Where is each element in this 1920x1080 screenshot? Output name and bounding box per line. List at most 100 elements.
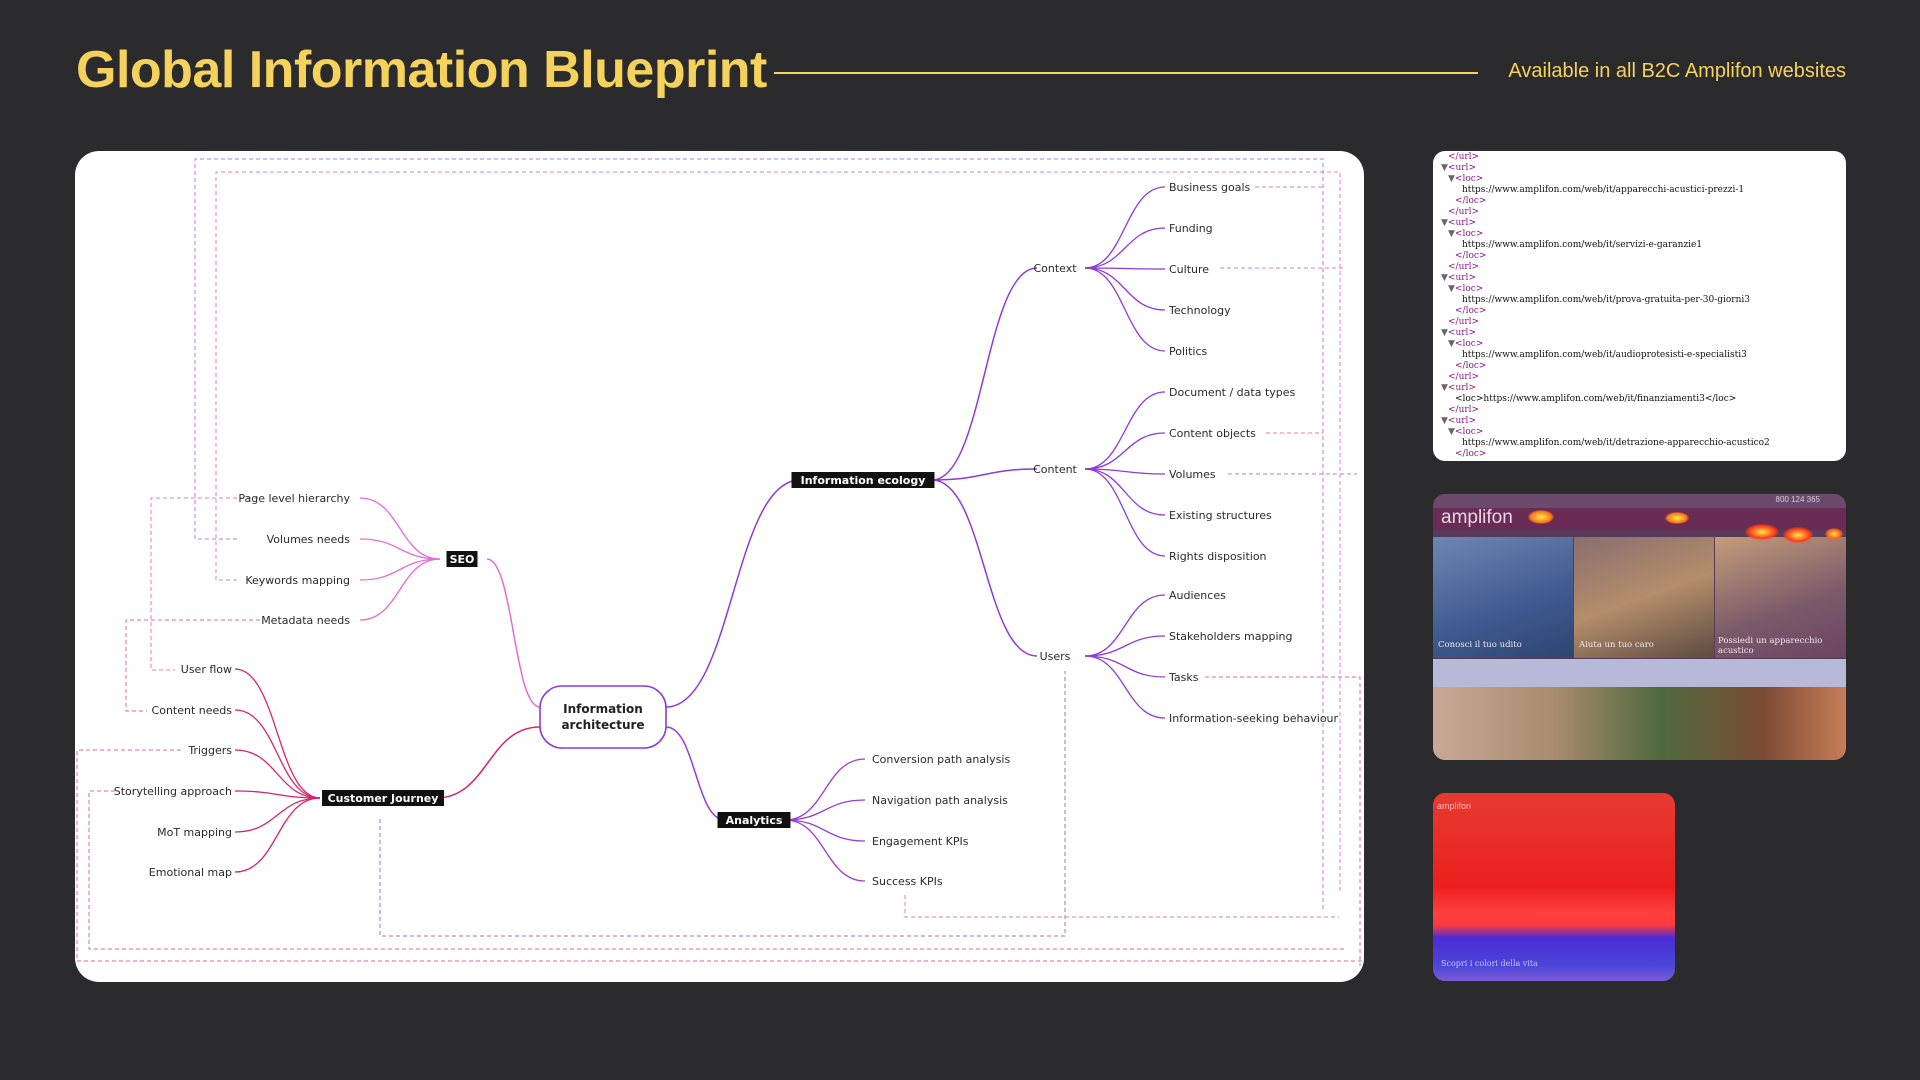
- seo-leaf: Keywords mapping: [245, 574, 350, 587]
- heatmap-photo-1: [1433, 537, 1573, 658]
- users_leaves-leaf: Stakeholders mapping: [1169, 630, 1292, 643]
- xml-line: </url>: [1448, 405, 1480, 415]
- heat-blob: [1825, 528, 1843, 540]
- branch-edge: [1084, 227, 1166, 269]
- heatmap-bottom-photo: [1433, 687, 1846, 760]
- hub-information-ecology-box: [791, 472, 935, 488]
- heatmap-logo: amplifon: [1441, 507, 1513, 528]
- dashed-connector: [76, 749, 1364, 962]
- users_leaves-leaf: Information-seeking behaviour: [1169, 712, 1339, 725]
- analytics-leaf: Conversion path analysis: [872, 753, 1010, 766]
- heatmap-screenshot: 800 124 365 amplifon Conosci il tuo udit…: [1433, 494, 1846, 760]
- branch-edge: [234, 797, 321, 833]
- branch-edge: [359, 538, 441, 560]
- seo-leaf: Volumes needs: [267, 533, 351, 546]
- analytics-leaf: Engagement KPIs: [872, 835, 969, 848]
- branch-edge: [665, 726, 726, 821]
- ecology-group: Users: [1040, 650, 1071, 663]
- xml-line: ▼<url>: [1441, 416, 1476, 426]
- heatmap-caption-2: Aiuta un tuo caro: [1579, 640, 1654, 650]
- xml-line: </loc>: [1455, 251, 1487, 261]
- branch-edge: [1084, 635, 1166, 657]
- journey-leaf: Triggers: [187, 744, 232, 757]
- branch-edge: [1084, 468, 1166, 475]
- context_leaves-leaf: Politics: [1169, 345, 1208, 358]
- branch-edge: [784, 799, 866, 821]
- users_leaves-leaf: Audiences: [1169, 589, 1226, 602]
- seo-leaf: Page level hierarchy: [238, 492, 350, 505]
- branch-edge: [1084, 468, 1166, 516]
- hub-analytics: Analytics: [726, 814, 783, 827]
- users_leaves-leaf: Tasks: [1168, 671, 1199, 684]
- sitemap-xml-code: </url>▼<url>▼<loc>https://www.amplifon.c…: [1433, 151, 1846, 460]
- branch-edge: [784, 819, 866, 842]
- hub-analytics-box: [717, 812, 791, 828]
- xml-line: </url>: [1448, 317, 1480, 327]
- heat-blob: [1528, 510, 1554, 524]
- dashed-connectors: [76, 158, 1364, 966]
- xml-line: https://www.amplifon.com/web/it/audiopro…: [1462, 350, 1747, 360]
- heatmap-band: [1433, 659, 1846, 687]
- xml-line: https://www.amplifon.com/web/it/detrazio…: [1462, 438, 1770, 448]
- heatmap-caption-3: Possiedi un apparecchio acustico: [1718, 636, 1823, 656]
- branch-edge: [1084, 267, 1166, 311]
- dashed-connector: [194, 158, 1324, 911]
- xml-line: ▼<url>: [1441, 218, 1476, 228]
- branch-edge: [1084, 655, 1166, 678]
- journey-leaf: Content needs: [152, 704, 233, 717]
- hub-information-ecology: Information ecology: [801, 474, 926, 487]
- journey-leaf: MoT mapping: [157, 826, 232, 839]
- xml-line: ▼<loc>: [1448, 427, 1484, 437]
- xml-line: ▼<url>: [1441, 163, 1476, 173]
- scrollmap-screenshot: amplifon Scopri i colori della vita: [1433, 793, 1675, 981]
- analytics-leaf: Navigation path analysis: [872, 794, 1008, 807]
- branch-edge: [234, 749, 321, 799]
- heat-blob: [1745, 524, 1779, 540]
- dashed-connector: [1205, 676, 1361, 966]
- branch-edge: [234, 709, 321, 799]
- branch-edge: [234, 797, 321, 873]
- page-title: Global Information Blueprint: [76, 41, 767, 99]
- content_leaves-leaf: Content objects: [1169, 427, 1256, 440]
- heatmap-topbar: 800 124 365: [1433, 494, 1846, 508]
- branch-edge: [1084, 655, 1166, 719]
- context_leaves-leaf: Funding: [1169, 222, 1213, 235]
- xml-line: </url>: [1448, 262, 1480, 272]
- hub-seo: SEO: [450, 553, 475, 566]
- xml-line: ▼<url>: [1441, 273, 1476, 283]
- journey-leaf: Storytelling approach: [114, 785, 232, 798]
- dashed-connector: [215, 171, 1341, 891]
- xml-line: ▼<loc>: [1448, 174, 1484, 184]
- branch-edge: [359, 497, 441, 560]
- xml-line: <loc>https://www.amplifon.com/web/it/fin…: [1455, 394, 1737, 404]
- context_leaves-leaf: Technology: [1168, 304, 1231, 317]
- xml-line: https://www.amplifon.com/web/it/apparecc…: [1462, 185, 1745, 195]
- xml-line: </url>: [1448, 152, 1480, 162]
- scrollmap-caption: Scopri i colori della vita: [1441, 959, 1538, 968]
- xml-line: </url>: [1448, 207, 1480, 217]
- xml-line: ▼<url>: [1441, 328, 1476, 338]
- dashed-connector: [904, 895, 1339, 918]
- branch-edge: [931, 267, 1038, 481]
- dashed-connector: [379, 671, 1066, 937]
- page-subtitle: Available in all B2C Amplifon websites: [1508, 60, 1846, 82]
- xml-line: </loc>: [1455, 196, 1487, 206]
- root-node-label-line1: Information: [563, 702, 643, 716]
- xml-line: ▼<loc>: [1448, 339, 1484, 349]
- hub-seo-box: [446, 551, 478, 567]
- branch-edge: [1084, 391, 1166, 470]
- xml-line: ▼<loc>: [1448, 284, 1484, 294]
- content_leaves-leaf: Existing structures: [1169, 509, 1272, 522]
- journey-leaf: Emotional map: [149, 866, 232, 879]
- scrollmap-logo: amplifon: [1437, 801, 1472, 811]
- xml-line: </url>: [1448, 372, 1480, 382]
- xml-line: ▼<loc>: [1448, 229, 1484, 239]
- branch-edge: [784, 758, 866, 821]
- heatmap-photo-3: [1715, 537, 1846, 658]
- dashed-connector: [150, 497, 258, 671]
- branch-edge: [486, 558, 541, 708]
- heat-blob: [1665, 512, 1689, 524]
